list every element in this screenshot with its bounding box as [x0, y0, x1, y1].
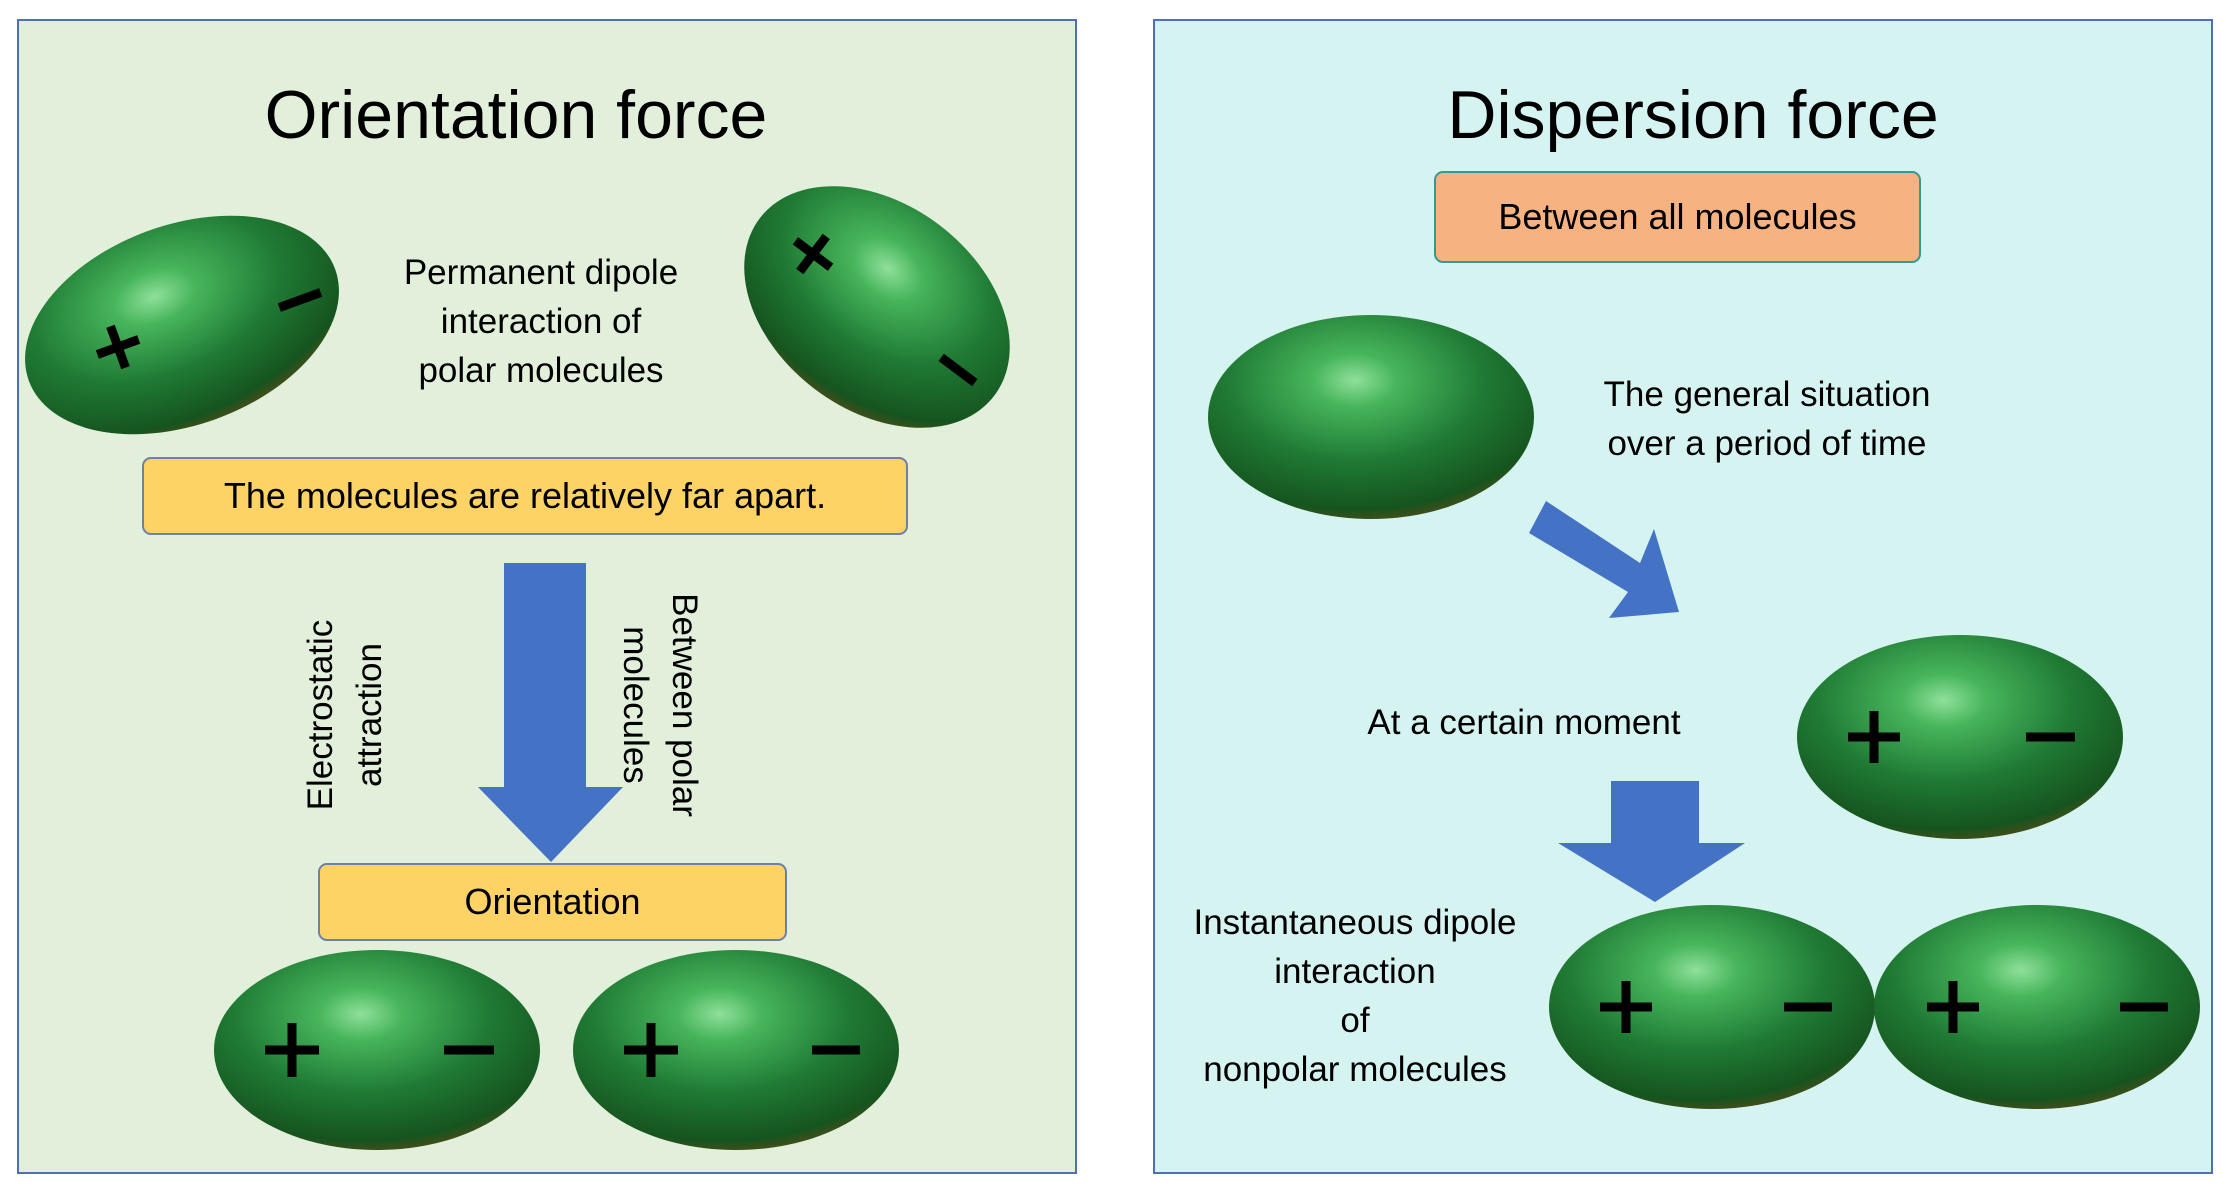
dipole-description: Permanent dipole interaction of polar mo…	[403, 253, 679, 390]
page-title: Orientation force	[264, 77, 768, 153]
certain-moment-label: At a certain moment	[1367, 703, 1681, 742]
orientation-force-panel	[17, 19, 1077, 1174]
between-all-molecules-box: Between all molecules	[1434, 171, 1921, 263]
orientation-box: Orientation	[318, 863, 787, 941]
far-apart-box: The molecules are relatively far apart.	[142, 457, 908, 535]
general-situation-description: The general situation over a period of t…	[1603, 375, 1931, 463]
electrostatic-attraction-label: Electrostatic attraction	[301, 619, 389, 811]
between-polar-molecules-label: Between polar molecules	[616, 593, 704, 817]
panel-title: Dispersion force	[1447, 77, 1939, 153]
instantaneous-dipole-description: Instantaneous dipole interaction of nonp…	[1193, 903, 1517, 1089]
